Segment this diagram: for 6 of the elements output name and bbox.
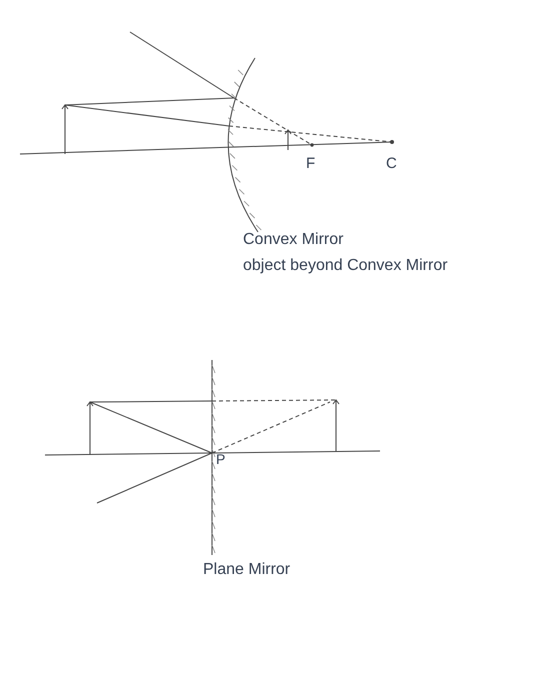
point-label: F <box>306 156 316 171</box>
diagram-caption: object beyond Convex Mirror <box>243 258 448 274</box>
diagram-caption: Convex Mirror <box>243 232 344 248</box>
point-label: P <box>216 452 226 466</box>
diagram-caption: Plane Mirror <box>203 562 290 578</box>
point-label: C <box>386 156 397 171</box>
